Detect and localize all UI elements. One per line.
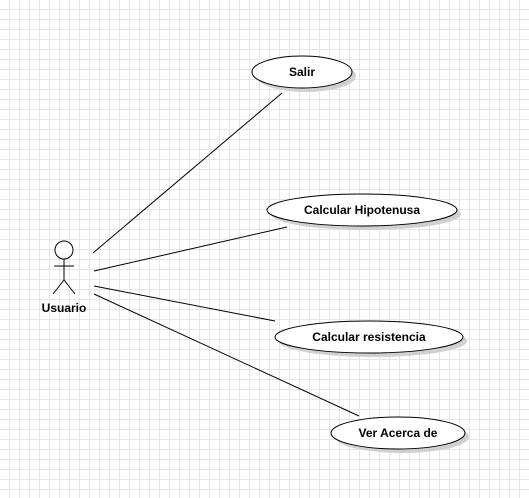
- actor-head: [54, 240, 74, 260]
- use-case-hipotenusa-label: Calcular Hipotenusa: [304, 203, 420, 217]
- association-resistencia[interactable]: [93, 285, 276, 322]
- association-acerca[interactable]: [93, 293, 360, 417]
- use-case-salir[interactable]: Salir: [251, 55, 356, 92]
- use-case-resistencia[interactable]: Calcular resistencia: [274, 320, 467, 357]
- association-salir[interactable]: [92, 92, 283, 254]
- use-case-acerca[interactable]: Ver Acerca de: [330, 416, 469, 453]
- use-case-salir-ellipse: [251, 55, 353, 89]
- use-case-hipotenusa-ellipse: [266, 193, 458, 227]
- actor-right-leg: [63, 279, 76, 295]
- use-case-acerca-ellipse: [330, 416, 466, 450]
- actor-usuario[interactable]: Usuario: [42, 240, 87, 315]
- use-case-resistencia-ellipse: [274, 320, 464, 354]
- actor-label: Usuario: [42, 301, 87, 315]
- use-case-resistencia-label: Calcular resistencia: [312, 330, 426, 344]
- actor-left-leg: [52, 279, 65, 295]
- use-case-salir-label: Salir: [289, 65, 315, 79]
- use-case-hipotenusa[interactable]: Calcular Hipotenusa: [266, 193, 461, 230]
- association-hipotenusa[interactable]: [93, 226, 288, 272]
- use-case-acerca-label: Ver Acerca de: [359, 426, 438, 440]
